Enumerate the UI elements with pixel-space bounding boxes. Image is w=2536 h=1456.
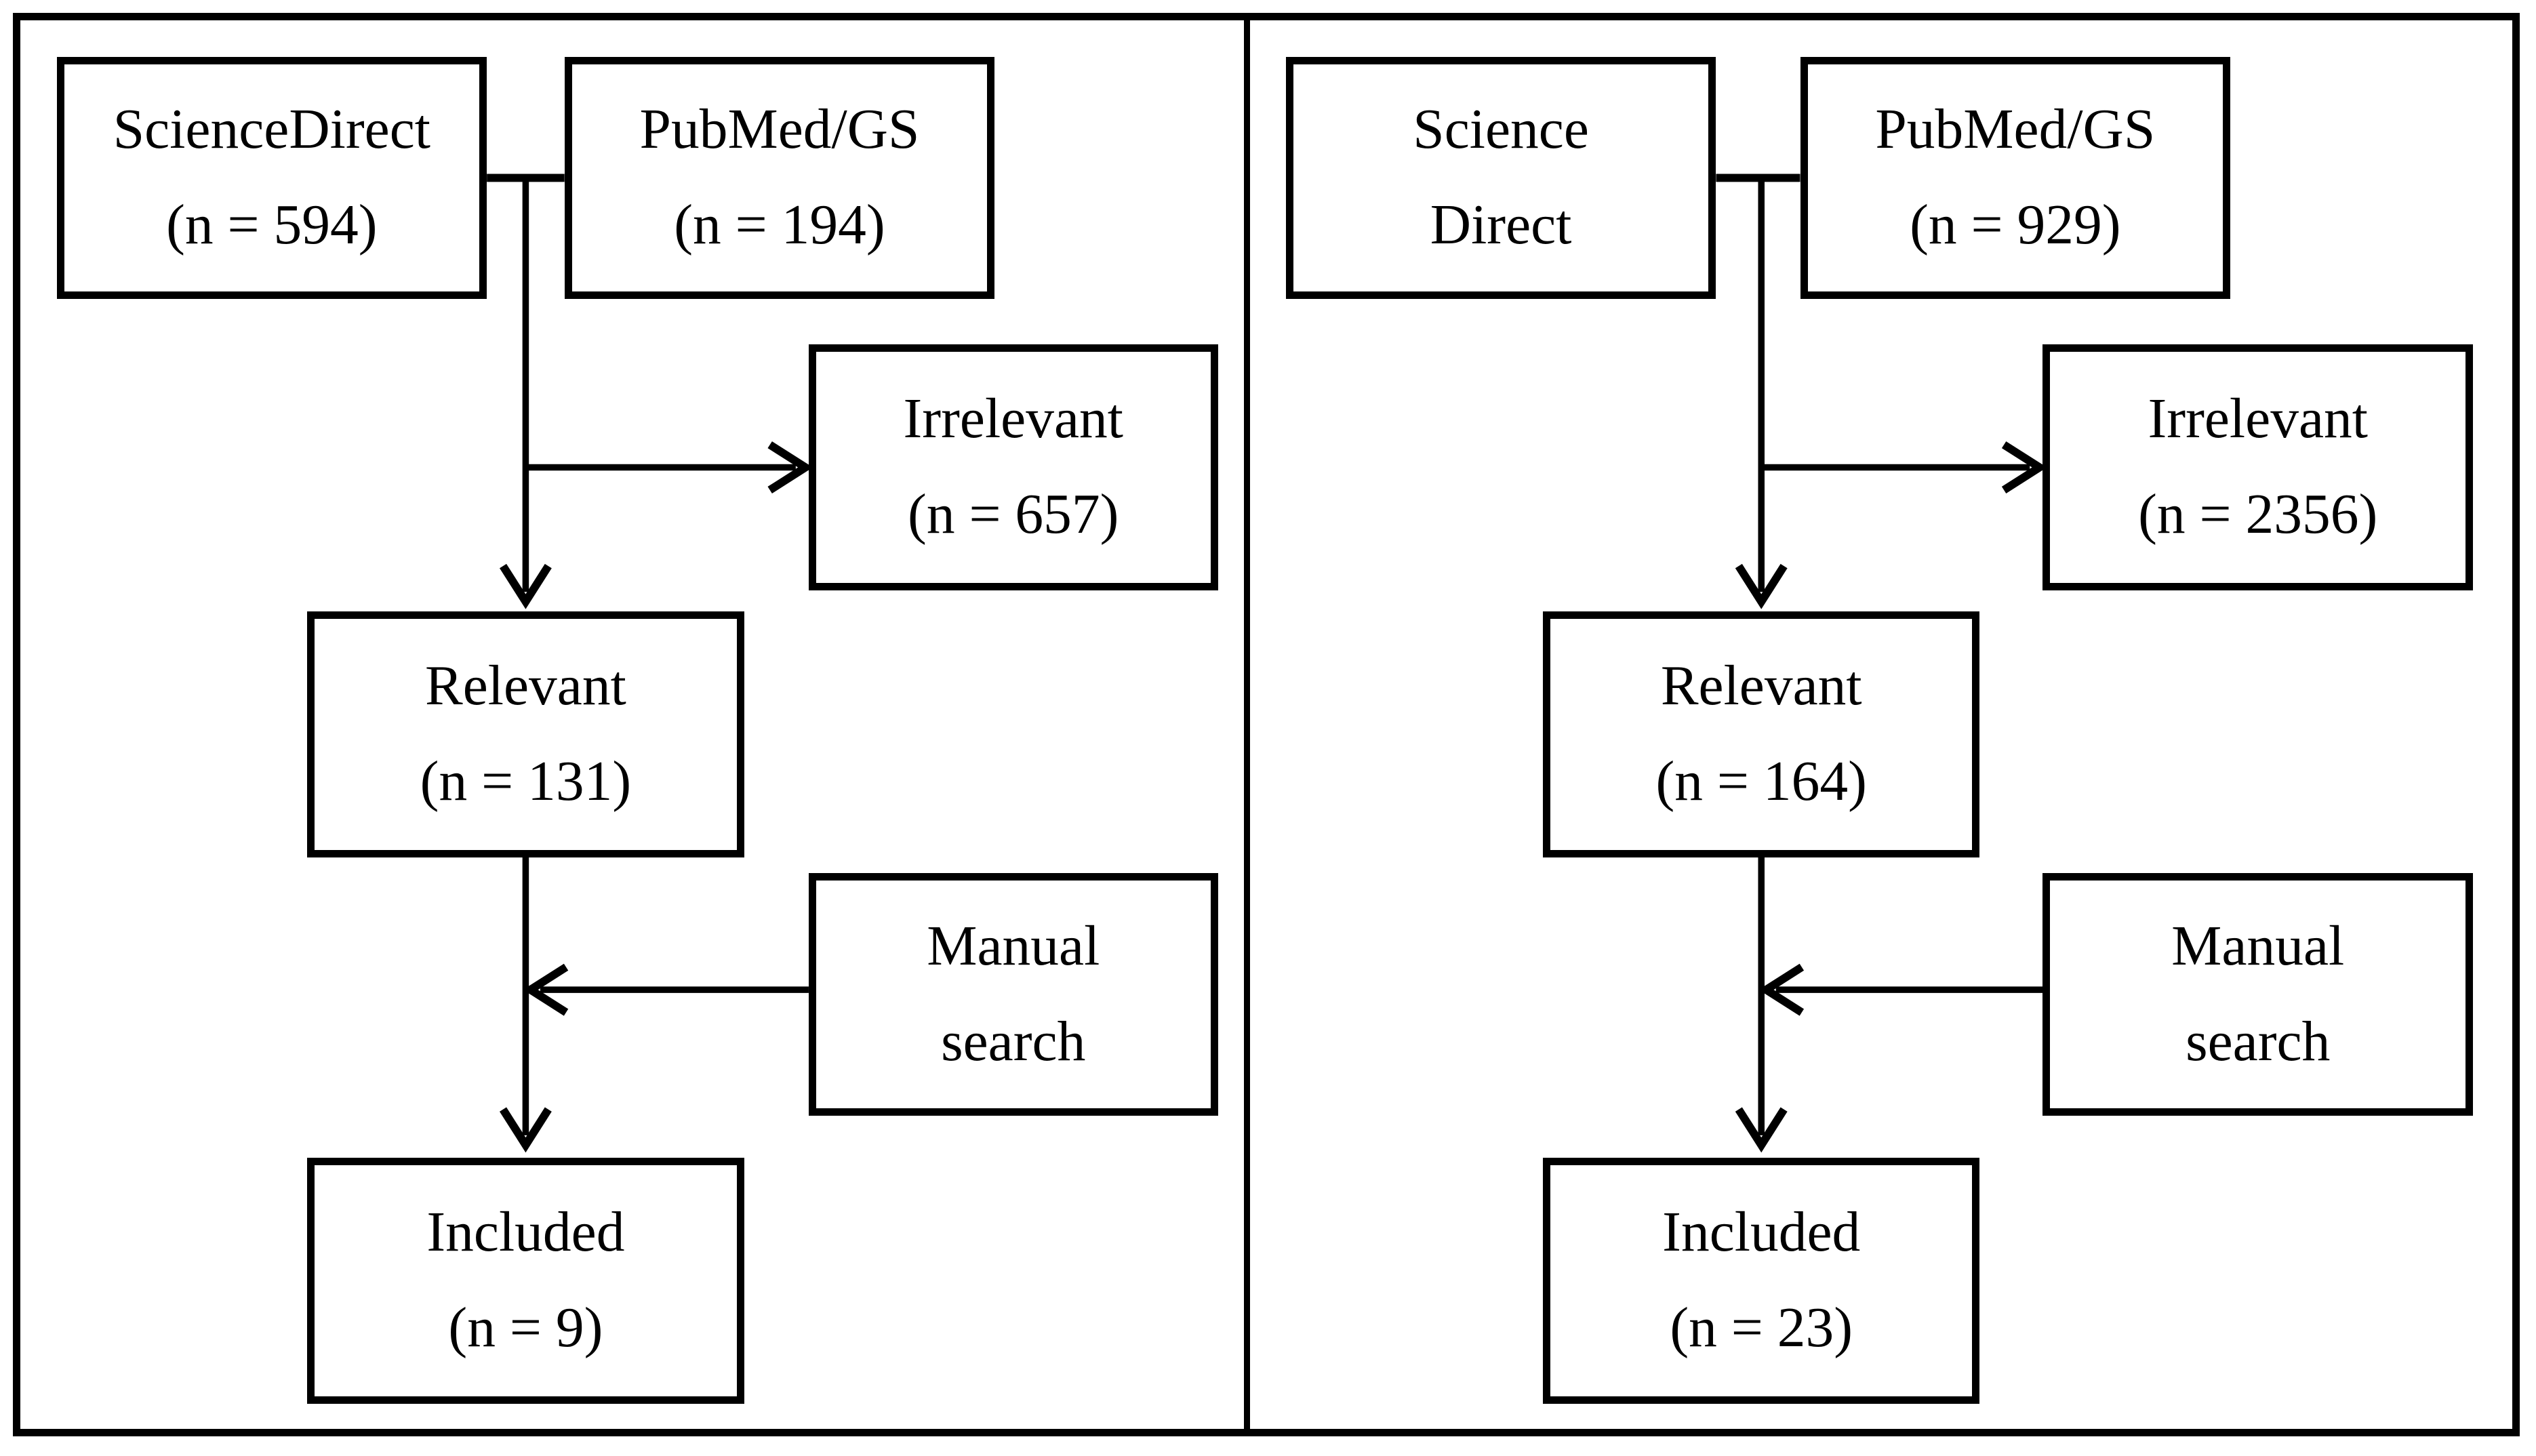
box-relevant-right: Relevant (n = 164) <box>1543 611 1980 857</box>
box-manual-search-right: Manual search <box>2042 873 2474 1116</box>
panel-divider <box>1243 13 1251 1436</box>
box-sciencedirect-left: ScienceDirect (n = 594) <box>56 56 487 300</box>
box-count: (n = 929) <box>1910 194 2121 257</box>
box-label: ScienceDirect <box>113 98 430 161</box>
outer-frame <box>13 13 2520 1436</box>
box-included-right: Included (n = 23) <box>1543 1158 1980 1404</box>
box-label: Included <box>1662 1201 1861 1264</box>
box-count: (n = 9) <box>448 1297 603 1360</box>
box-pubmed-right: PubMed/GS (n = 929) <box>1800 56 2231 300</box>
box-relevant-left: Relevant (n = 131) <box>307 611 744 857</box>
box-manual-search-left: Manual search <box>808 873 1218 1116</box>
box-label: Manual <box>927 914 1100 977</box>
box-included-left: Included (n = 9) <box>307 1158 744 1404</box>
box-label: Direct <box>1430 194 1572 257</box>
box-label: PubMed/GS <box>1875 98 2156 161</box>
box-count: (n = 164) <box>1655 750 1867 813</box>
box-label: search <box>941 1011 1086 1074</box>
box-sciencedirect-right: Science Direct <box>1285 56 1716 300</box>
box-count: (n = 594) <box>166 194 378 257</box>
box-count: (n = 194) <box>674 194 885 257</box>
box-label: Relevant <box>1660 654 1862 717</box>
box-count: (n = 2356) <box>2138 483 2378 546</box>
box-irrelevant-left: Irrelevant (n = 657) <box>808 344 1218 590</box>
box-label: PubMed/GS <box>639 98 920 161</box>
box-label: Irrelevant <box>903 388 1123 451</box>
box-label: Irrelevant <box>2148 388 2368 451</box>
box-count: (n = 131) <box>420 750 632 813</box>
box-irrelevant-right: Irrelevant (n = 2356) <box>2042 344 2474 590</box>
box-pubmed-left: PubMed/GS (n = 194) <box>564 56 995 300</box>
box-count: (n = 657) <box>908 483 1119 546</box>
box-label: Manual <box>2171 914 2345 977</box>
box-label: search <box>2186 1011 2331 1074</box>
box-label: Relevant <box>425 654 626 717</box>
box-label: Included <box>426 1201 625 1264</box>
box-label: Science <box>1413 98 1589 161</box>
box-count: (n = 23) <box>1670 1297 1853 1360</box>
